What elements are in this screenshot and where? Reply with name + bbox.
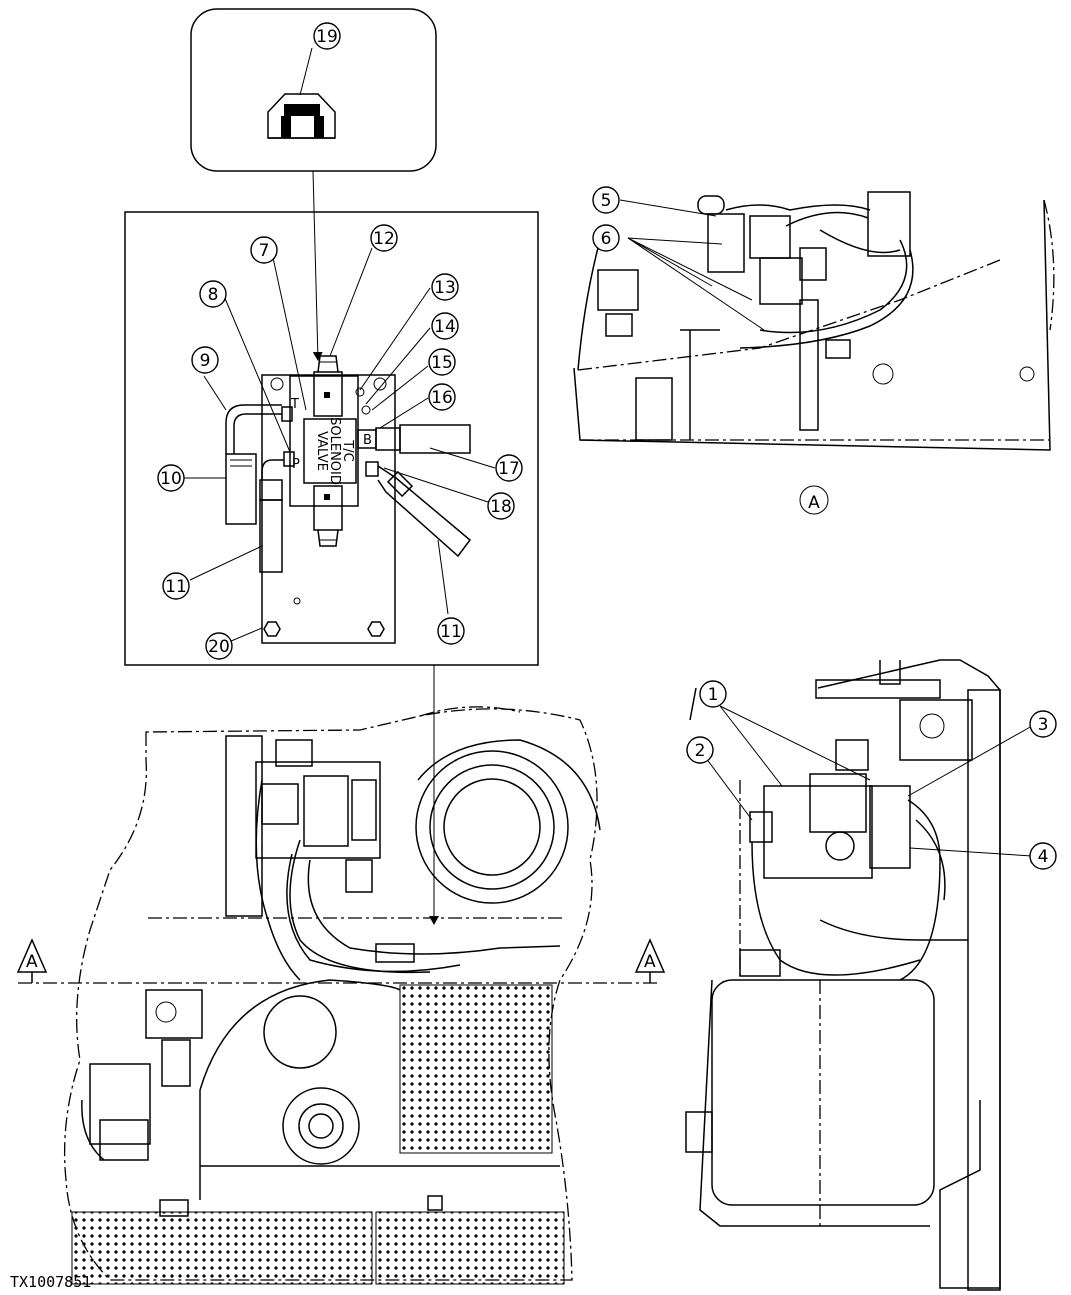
callout-1: 1 [699,680,727,708]
callout-5: 5 [592,186,620,214]
callout-17: 17 [495,454,523,482]
callout-15: 15 [428,348,456,376]
svg-text:8: 8 [208,285,219,305]
svg-text:10: 10 [160,469,182,489]
callout-12: 12 [370,224,398,252]
svg-text:11: 11 [165,577,187,597]
svg-text:4: 4 [1038,847,1049,867]
callout-11-left: 11 [162,572,190,600]
callout-18: 18 [487,492,515,520]
view-a-label: A [808,493,820,513]
callouts: 1 2 3 4 5 6 7 8 9 10 11 11 12 13 14 15 1… [157,22,1057,870]
main-view [63,706,601,1285]
svg-text:12: 12 [373,229,395,249]
callout-11-right: 11 [437,617,465,645]
svg-text:6: 6 [601,229,612,249]
svg-text:14: 14 [434,317,456,337]
svg-text:9: 9 [200,351,211,371]
svg-text:20: 20 [208,637,230,657]
callout-3: 3 [1029,710,1057,738]
port-t-label: T [290,397,299,412]
section-mark-right: A [644,952,656,972]
callout-16: 16 [428,383,456,411]
svg-text:1: 1 [708,685,719,705]
figure-id: TX1007851 [10,1273,91,1291]
svg-text:18: 18 [490,497,512,517]
callout-19: 19 [313,22,341,50]
callout-2: 2 [686,736,714,764]
valve-label-valve: VALVE [314,431,329,471]
svg-text:11: 11 [440,622,462,642]
callout-9: 9 [191,346,219,374]
detail-leaders [184,247,496,925]
svg-text:16: 16 [431,388,453,408]
solenoid-valve-detail: T/C SOLENOID VALVE T B P [124,211,539,666]
callout-20: 20 [205,632,233,660]
svg-text:7: 7 [259,241,270,261]
port-b-label: B [363,433,372,448]
callout-13: 13 [431,273,459,301]
section-mark-left: A [26,952,38,972]
port-p-label: P [292,457,300,472]
view-a-circle [799,485,829,515]
svg-text:19: 19 [316,27,338,47]
side-view: A [685,493,1033,1291]
callout-14: 14 [431,312,459,340]
callout-4: 4 [1029,842,1057,870]
svg-text:15: 15 [431,353,453,373]
detail-19-box [190,8,437,361]
valve-label-tc: T/C [340,439,355,461]
svg-text:3: 3 [1038,715,1049,735]
svg-text:13: 13 [434,278,456,298]
callout-6: 6 [592,224,620,252]
callout-8: 8 [199,280,227,308]
svg-text:5: 5 [601,191,612,211]
callout-7: 7 [250,236,278,264]
section-a-view [573,191,1055,451]
svg-text:2: 2 [695,741,706,761]
callout-10: 10 [157,464,185,492]
section-line-a-a: A A [16,938,666,984]
svg-text:17: 17 [498,459,520,479]
valve-label-solenoid: SOLENOID [327,417,342,485]
